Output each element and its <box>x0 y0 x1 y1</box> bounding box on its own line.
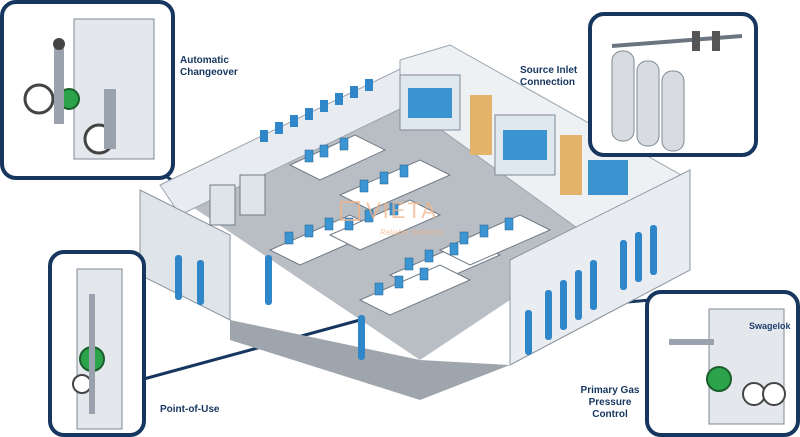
point-of-use-callout <box>48 250 146 437</box>
gas-cylinders <box>175 225 657 360</box>
source-inlet-label: Source Inlet Connection <box>520 65 578 88</box>
panel-brand-text: Swagelok <box>749 321 792 331</box>
front-edge <box>230 320 510 400</box>
lab-benches <box>268 134 552 316</box>
point-of-use-label: Point-of-Use <box>160 404 220 415</box>
cylinder-manifold-icon <box>611 31 743 152</box>
bench-equipment <box>284 137 514 296</box>
watermark-logo-icon <box>340 201 360 221</box>
changeover-panel-icon <box>23 18 155 160</box>
primary-gas-callout: Swagelok <box>645 290 800 437</box>
vieta-watermark: VIETA <box>340 198 438 224</box>
right-front-wall <box>509 169 691 366</box>
point-of-use-panel-icon <box>72 268 123 430</box>
watermark-tagline: Reliable Solutions <box>380 228 445 237</box>
automatic-changeover-callout <box>0 0 175 180</box>
automatic-changeover-label: Automatic Changeover <box>180 55 238 78</box>
watermark-brand: VIETA <box>366 198 438 223</box>
primary-gas-panel-icon: Swagelok <box>669 308 792 425</box>
windows-left <box>260 79 373 142</box>
source-inlet-callout <box>588 12 758 157</box>
primary-gas-label: Primary Gas Pressure Control <box>580 385 640 420</box>
cabinets <box>209 174 266 226</box>
wall-panels <box>399 74 628 195</box>
